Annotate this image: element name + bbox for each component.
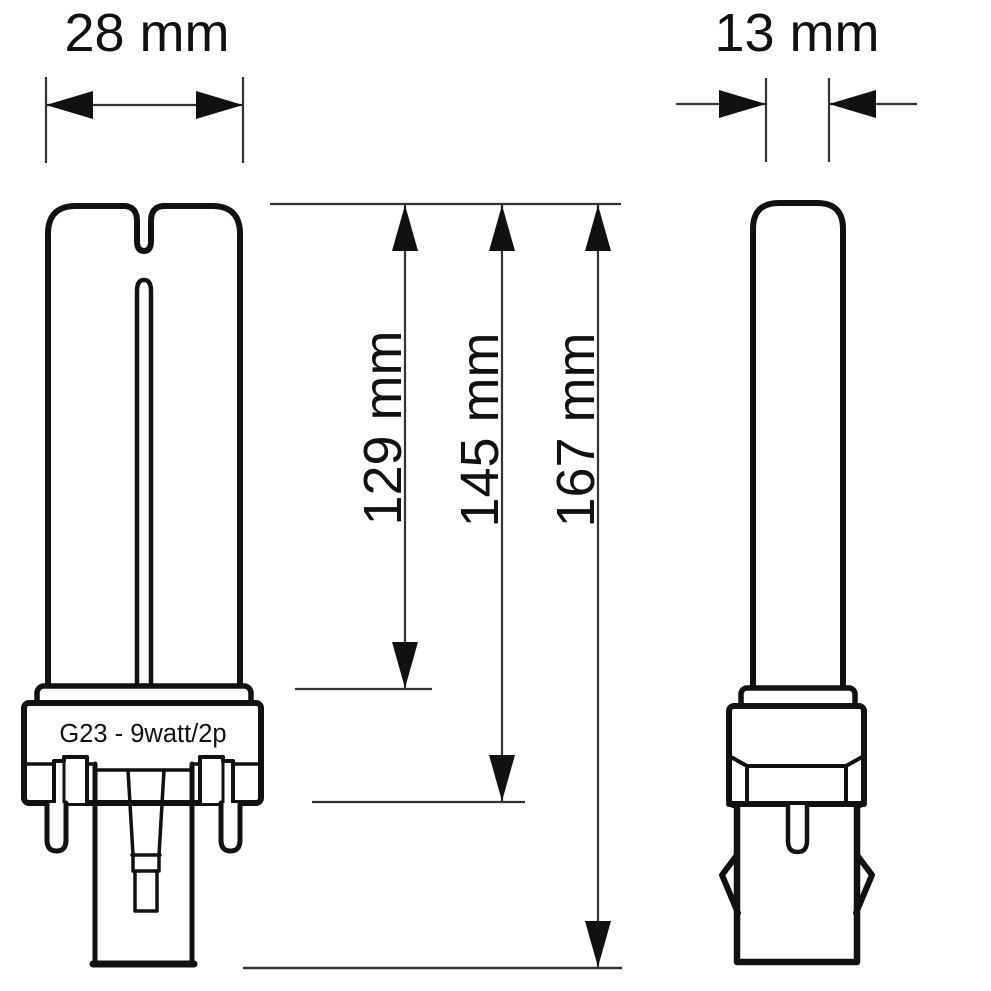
arrow-up-icon [392,205,418,251]
arrow-up-icon [585,205,611,251]
side-base-lower-body [733,801,861,966]
dim-side-width: 13 mm [676,3,917,162]
side-latch-left [719,852,741,916]
arrow-left-icon [829,90,876,118]
overall-length-label: 167 mm [546,332,606,527]
dim-tube-length: 129 mm [353,205,418,688]
arrow-down-icon [489,755,515,801]
dim-front-width: 28 mm [44,3,245,163]
front-tube-inner-slot [134,277,154,691]
length-to-base-label: 145 mm [450,332,510,527]
front-pin-right [218,800,243,854]
dim-length-to-base: 145 mm [450,205,515,801]
arrow-up-icon [489,205,515,251]
front-width-label: 28 mm [64,3,229,63]
front-base-tab-left [52,755,89,805]
side-latch-right [853,852,875,916]
side-base-band [729,755,864,805]
front-tube-outline [45,203,243,693]
dim-overall-length: 167 mm [546,205,611,967]
side-width-label: 13 mm [714,3,879,63]
side-view [719,200,875,966]
arrow-right-icon [196,91,243,119]
front-stem-key-slot [126,768,166,913]
front-base-stem [92,761,195,967]
base-marking-label: G23 - 9watt/2p [59,720,226,748]
side-tube-outline [750,200,846,697]
front-view: G23 - 9watt/2p [21,203,264,968]
side-pin [785,802,810,855]
side-base-shell [726,703,867,808]
front-pin-left [44,800,69,854]
arrow-left-icon [46,91,93,119]
arrow-down-icon [585,921,611,967]
arrow-down-icon [392,642,418,688]
extension-line [44,77,245,163]
extension-line [764,78,831,162]
arrow-right-icon [719,90,766,118]
tube-length-label: 129 mm [353,330,413,525]
height-extension-lines [243,202,622,970]
front-base-tab-right [198,755,235,805]
